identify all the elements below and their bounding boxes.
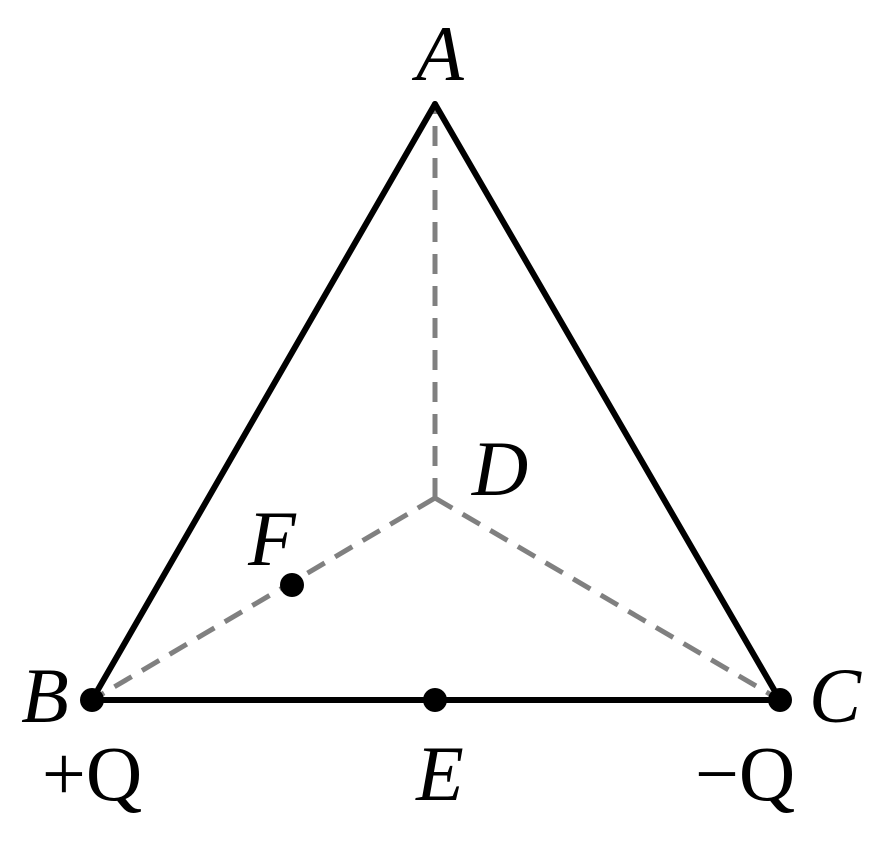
label-B: B (21, 652, 69, 739)
point-B (80, 688, 104, 712)
edge-AC (432, 101, 783, 703)
charge-label-C: −Q (695, 730, 795, 817)
point-C (768, 688, 792, 712)
point-E (423, 688, 447, 712)
label-E: E (415, 730, 464, 817)
dashed-line-DB (90, 495, 437, 703)
charge-label-B: +Q (42, 730, 142, 817)
charge-label-B-text: +Q (42, 730, 142, 817)
label-D: D (471, 425, 528, 512)
label-C: C (809, 652, 862, 739)
edge-AB (89, 101, 438, 703)
charge-label-C-text: −Q (695, 730, 795, 817)
dashed-line-DC (433, 495, 782, 703)
label-A: A (411, 10, 464, 97)
point-F (280, 573, 304, 597)
label-F: F (247, 495, 297, 582)
